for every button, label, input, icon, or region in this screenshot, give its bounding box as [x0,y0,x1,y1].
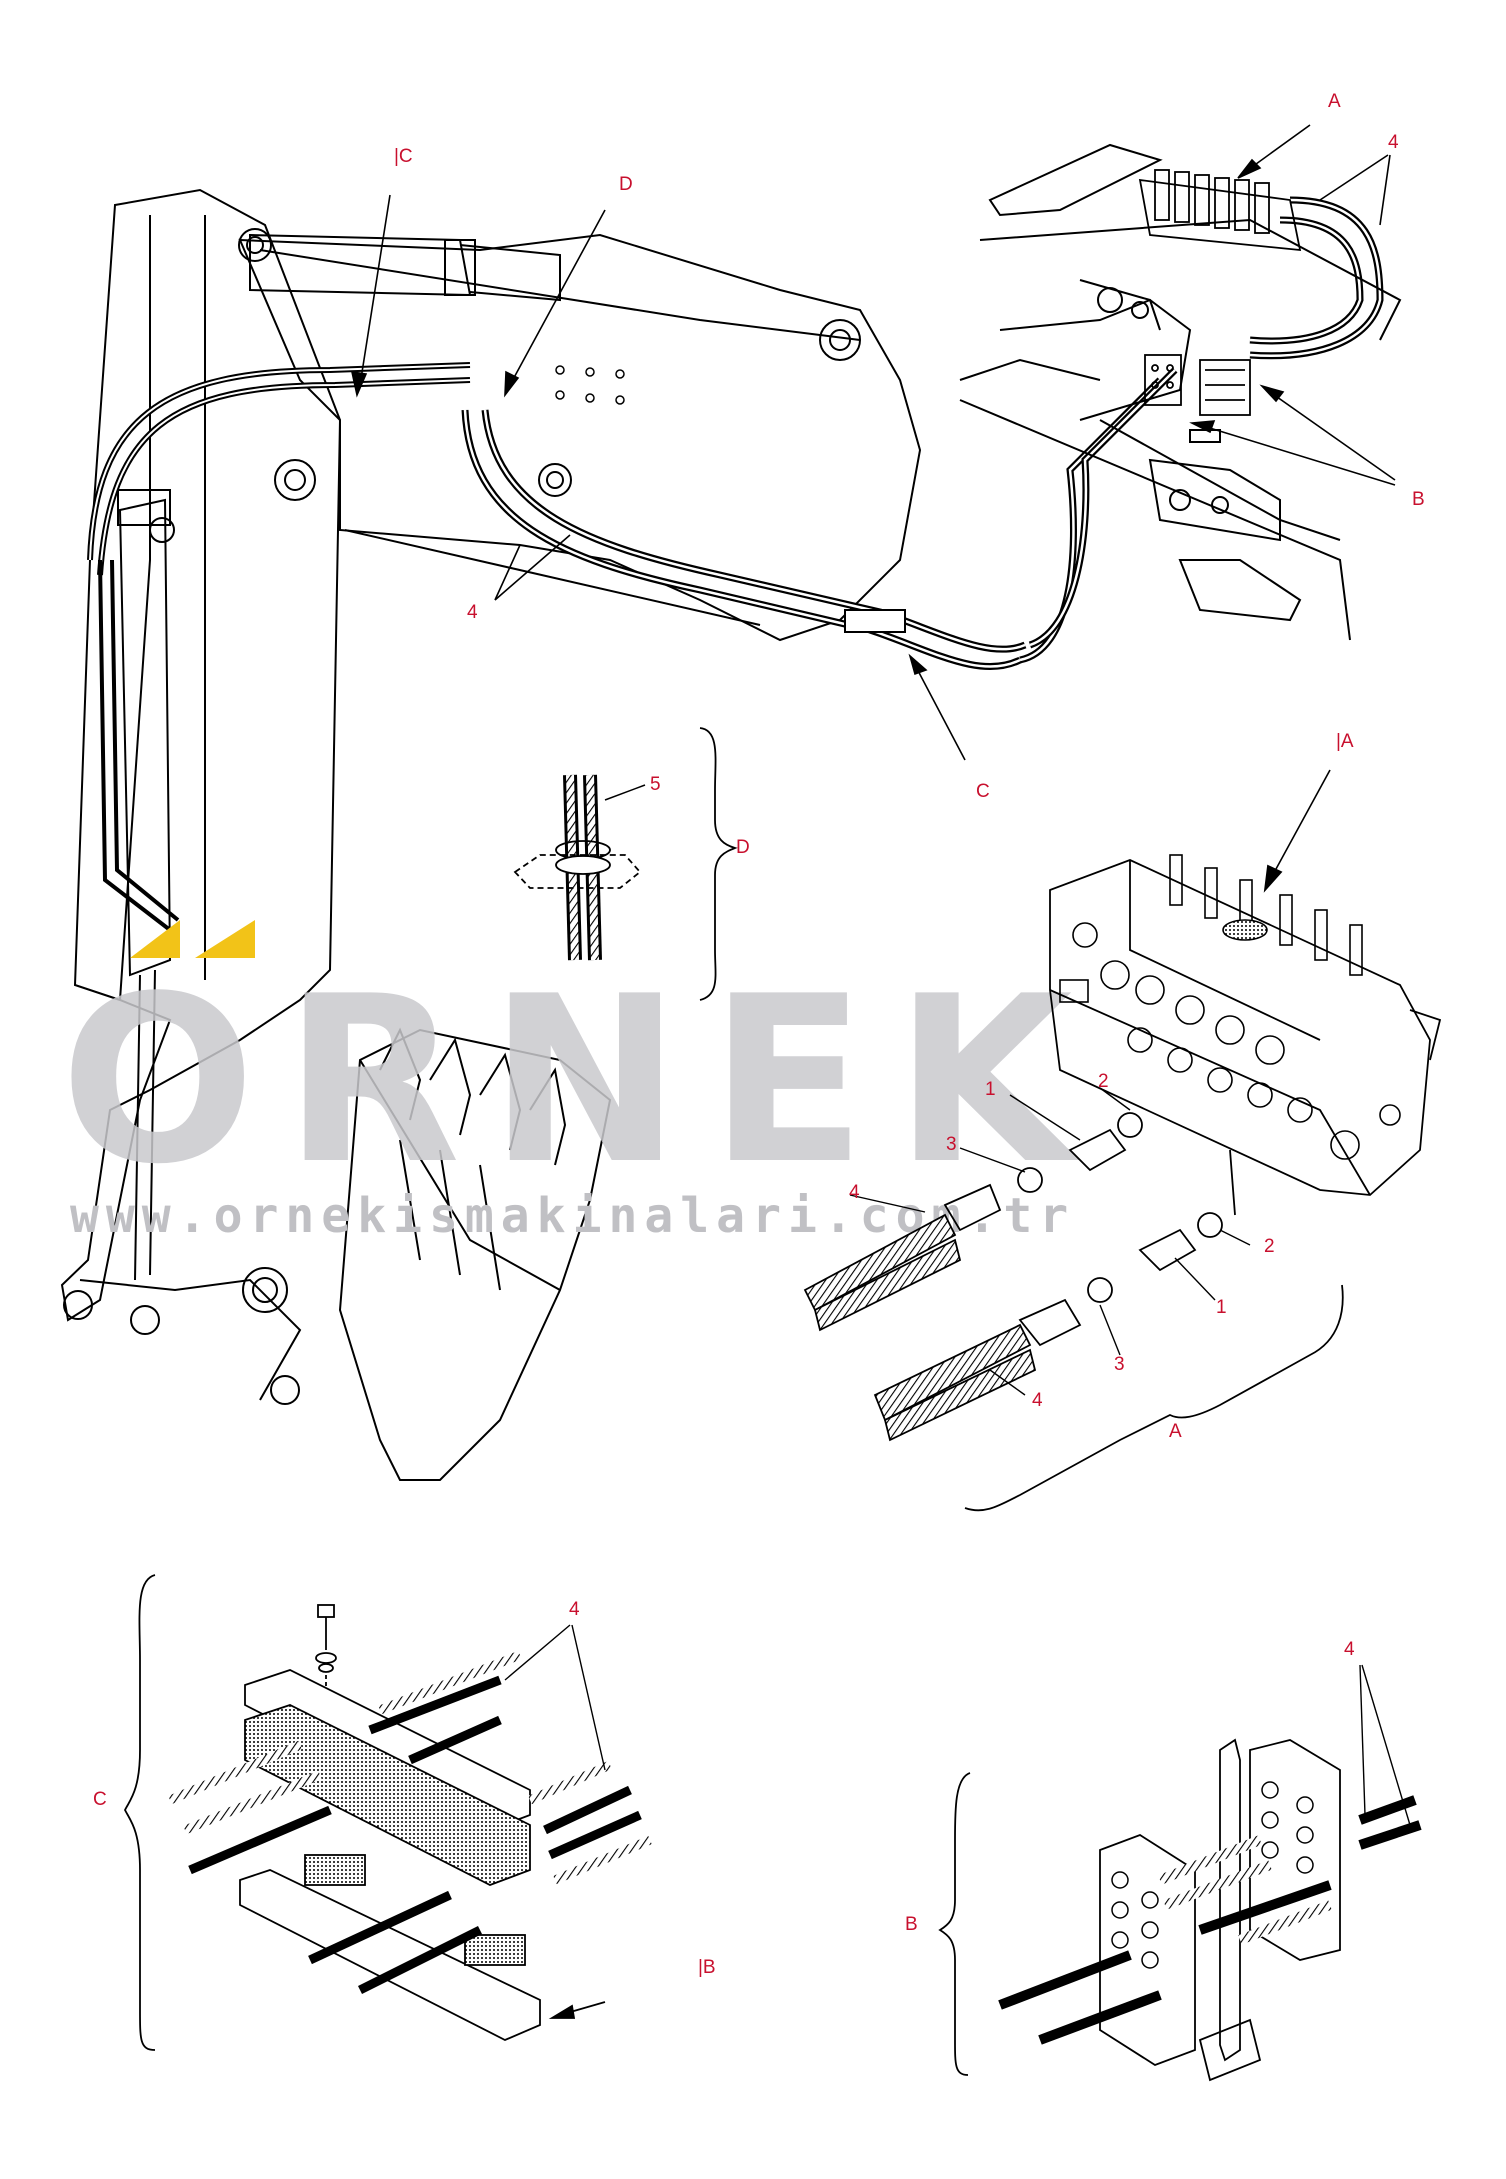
detail-a [803,769,1442,1512]
watermark-logo: ORNEK [60,948,1100,1215]
callout-detail-a-4a: 4 [849,1182,860,1203]
watermark-accent-icon [130,920,180,958]
dipper-arm [60,188,342,1322]
callout-detail-a-3a: 3 [946,1134,957,1155]
valve-block [1049,859,1431,1196]
bracket-icon [123,1574,156,2051]
chassis-valve-area [959,143,1402,641]
bucket [338,1027,612,1481]
callout-ref-d: D [619,174,633,195]
watermark: ORNEK www.ornekismakinalari.com.tr [60,920,1100,1244]
fitting-set-1 [803,1112,1143,1332]
bracket-icon [964,1284,1344,1512]
bracket-icon [699,727,738,1001]
hydraulic-hoses [87,196,1384,932]
hose-clamp-block [1144,354,1251,416]
pin-icon [274,459,316,501]
boom-arm-assembly [60,188,922,1405]
bracket-icon [938,1772,971,2076]
callout-detail-a-4b: 4 [1032,1390,1043,1411]
callout-detail-a-ref: |A [1336,731,1354,752]
arm-cylinder [118,498,172,977]
pin-icon [238,228,272,262]
callout-detail-a-2b: 2 [1264,1236,1275,1257]
leader-lines [350,124,1396,761]
callout-ref-c: |C [394,146,413,167]
callout-detail-d: D [736,837,750,858]
callout-c: C [976,781,990,802]
callout-detail-c: C [93,1789,107,1810]
callout-top-4: 4 [1388,132,1399,153]
callout-labels: A 4 |C D B 4 C 5 D |A 1 2 3 4 2 1 3 4 A … [93,91,1425,1978]
boom [238,233,922,642]
detail-b [938,1664,1422,2082]
callout-detail-d-5: 5 [650,774,661,795]
callout-top-a: A [1328,91,1341,112]
fitting-set-2 [873,1149,1236,1442]
bucket-teeth [379,1027,567,1166]
callout-detail-a: A [1169,1421,1182,1442]
callout-b: B [1412,489,1425,510]
callout-detail-a-1b: 1 [1216,1297,1227,1318]
callout-detail-b: B [905,1914,918,1935]
detail-c [123,1574,652,2051]
callout-detail-a-2a: 2 [1098,1071,1109,1092]
pin-icon [819,319,861,361]
detail-d [513,727,738,1001]
valve-spools [1169,854,1363,976]
callout-detail-c-ref-b: |B [698,1957,716,1978]
callout-detail-a-1a: 1 [985,1079,996,1100]
control-valve-bank [1138,169,1302,252]
callout-detail-a-3b: 3 [1114,1354,1125,1375]
callout-boom-4: 4 [467,602,478,623]
callout-detail-b-4: 4 [1344,1639,1355,1660]
pin-icon [538,463,572,497]
watermark-url: www.ornekismakinalari.com.tr [70,1188,1075,1244]
callout-detail-c-4: 4 [569,1599,580,1620]
